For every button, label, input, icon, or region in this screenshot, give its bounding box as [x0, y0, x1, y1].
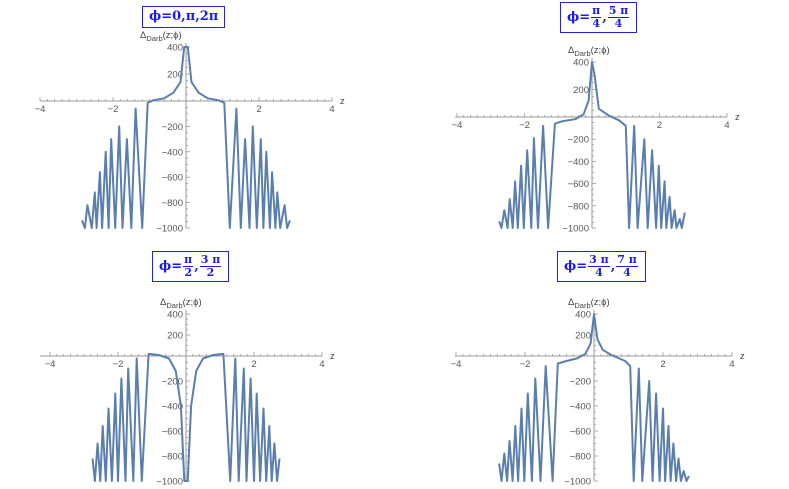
y-tick-label: −800 [570, 452, 591, 463]
chart-svg-3: −4 −2 2 4z 400 200 −200 −400 −600 −800 −1000 ΔDarb(… [40, 297, 335, 488]
x-tick-label: −2 [108, 104, 119, 115]
y-tick-label: 200 [167, 331, 183, 342]
series-line [81, 46, 291, 229]
frac-num: π [183, 253, 194, 267]
x-tick-label: 2 [660, 359, 665, 370]
y-axis-label: ΔDarb(z;ϕ) [140, 30, 182, 43]
frac-den: 2 [184, 266, 192, 279]
frac-num: 3 π [199, 253, 222, 267]
y-tick-label: −600 [162, 427, 183, 438]
y-tick-label: 400 [575, 310, 591, 321]
y-tick-label: −1000 [564, 477, 591, 488]
y-axis-label: ΔDarb(z;ϕ) [568, 45, 610, 58]
x-tick-label: 4 [329, 104, 334, 115]
y-axis-label: ΔDarb(z;ϕ) [568, 297, 610, 310]
x-tick-label: −4 [452, 120, 463, 131]
x-axis-label: z [740, 351, 745, 362]
x-tick-label: 2 [251, 359, 256, 370]
frac-num: 7 π [616, 253, 638, 267]
y-tick-label: −800 [568, 201, 589, 212]
chart-svg-2: −4 −2 2 4z 400 200 −200 −400 −600 −800 −1000 ΔDarb(… [452, 45, 740, 235]
x-tick-label: 2 [657, 120, 662, 131]
y-tick-label: 400 [167, 43, 183, 54]
y-tick-label: −400 [570, 402, 591, 413]
y-tick-label: −1000 [156, 477, 183, 488]
y-tick-label: −200 [162, 122, 183, 133]
frac-den: 4 [614, 17, 623, 30]
panel-title-1: ϕ=0,π,2π [142, 6, 226, 28]
title-text: ϕ=0,π,2π [149, 9, 219, 24]
frac-num: 5 π [607, 4, 630, 18]
y-tick-label: −800 [162, 198, 183, 209]
y-tick-label: 400 [573, 58, 589, 69]
x-tick-label: 2 [256, 104, 261, 115]
y-tick-label: 200 [167, 70, 183, 81]
frac-num: 3 π [588, 253, 610, 267]
y-tick-label: −800 [162, 452, 183, 463]
y-tick-label: 200 [575, 331, 591, 342]
frac-den: 4 [623, 266, 631, 279]
x-tick-label: 4 [729, 359, 734, 370]
series-line [498, 61, 686, 229]
x-tick-label: −2 [519, 120, 530, 131]
x-tick-label: −4 [45, 359, 56, 370]
frac-num: π [591, 4, 602, 18]
x-tick-label: 4 [724, 120, 729, 131]
title-prefix: ϕ= [564, 259, 588, 274]
x-tick-label: 4 [319, 359, 324, 370]
x-tick-label: −2 [113, 359, 124, 370]
frac-den: 4 [595, 266, 603, 279]
frac-den: 4 [592, 17, 600, 30]
x-axis-label: z [340, 96, 345, 107]
y-tick-label: −400 [568, 157, 589, 168]
x-axis-label: z [330, 351, 335, 362]
chart-svg-1: −4 −2 2 4z 400 200 −200 −400 −600 −800 −1000 ΔDarb(… [35, 30, 345, 235]
y-tick-label: −1000 [156, 224, 183, 235]
y-tick-label: −200 [162, 377, 183, 388]
y-tick-label: −600 [570, 427, 591, 438]
series-line [91, 352, 281, 482]
y-tick-label: −600 [162, 173, 183, 184]
frac-den: 2 [206, 266, 215, 279]
y-tick-label: −400 [162, 147, 183, 158]
title-prefix: ϕ= [159, 259, 183, 274]
x-tick-label: −2 [520, 359, 531, 370]
title-prefix: ϕ= [567, 10, 591, 25]
y-tick-label: −400 [162, 402, 183, 413]
x-tick-label: −4 [35, 104, 46, 115]
series-line [498, 313, 690, 482]
y-tick-label: −1000 [562, 224, 589, 235]
y-tick-label: 200 [573, 85, 589, 96]
y-tick-label: −600 [568, 179, 589, 190]
y-tick-label: 400 [167, 310, 183, 321]
y-tick-label: −200 [568, 135, 589, 146]
y-tick-label: −200 [570, 377, 591, 388]
x-axis-label: z [735, 112, 740, 123]
chart-svg-4: −4 −2 2 4z 400 200 −200 −400 −600 −800 −1000 ΔDarb(… [451, 297, 745, 488]
x-tick-label: −4 [451, 359, 462, 370]
y-axis-label: ΔDarb(z;ϕ) [160, 297, 202, 310]
